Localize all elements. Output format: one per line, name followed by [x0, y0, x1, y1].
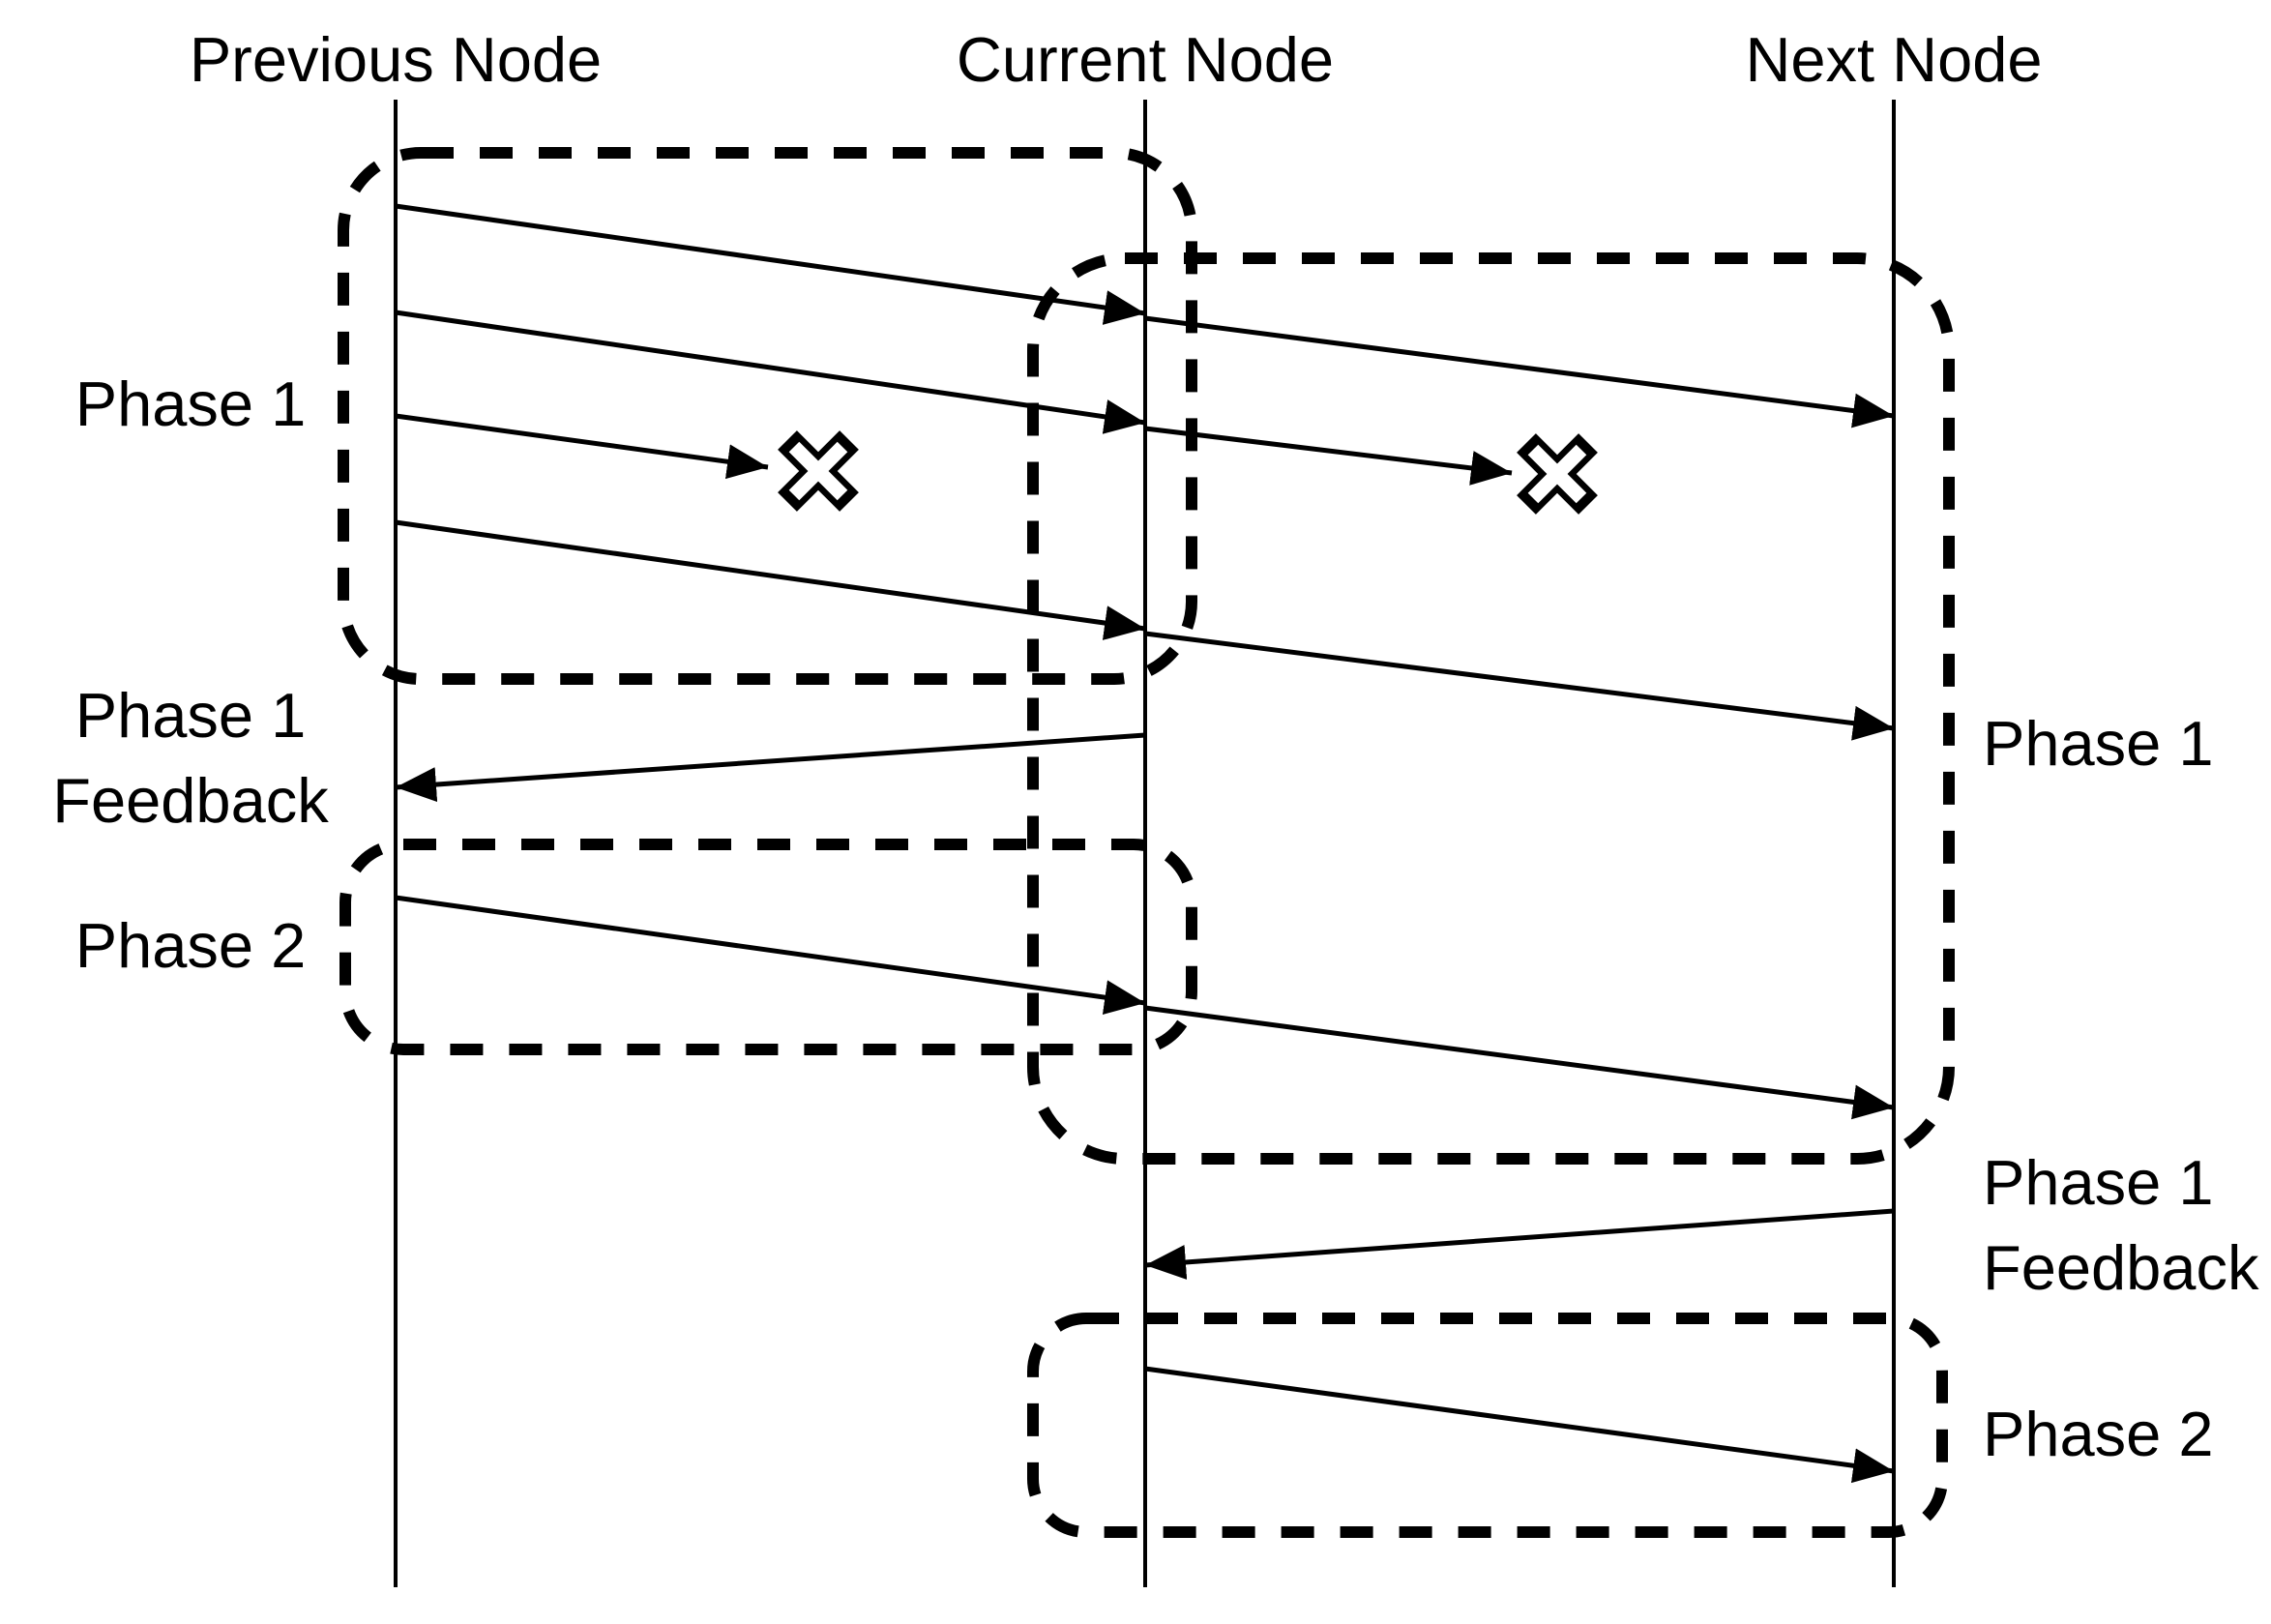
message-phase1-msg4-prev-to-current: [395, 519, 1146, 640]
label-phase1-right: Phase 1: [1983, 708, 2214, 779]
phase-box-phase1-current-to-next: [1027, 252, 1955, 1165]
message-phase2-msg2-current-to-next: [1144, 1366, 1895, 1484]
message-phase1-feedback-next-to-current: [1144, 1208, 1895, 1280]
dropped-message-x-2-icon: [1517, 433, 1598, 515]
phase-box-phase1-previous-to-current: [338, 147, 1197, 685]
label-phase2-right: Phase 2: [1983, 1399, 2214, 1469]
phase-box-phase2-current-to-next: [1027, 1313, 1948, 1538]
message-phase1-msg4-current-to-next: [1144, 631, 1895, 741]
label-phase2-left: Phase 2: [75, 910, 307, 981]
message-phase2-msg-prev-to-current: [395, 895, 1146, 1015]
title-previous-node: Previous Node: [190, 24, 602, 95]
message-phase1-feedback-current-to-prev: [395, 732, 1146, 803]
message-phase2-msg-current-to-next: [1144, 1005, 1895, 1120]
message-phase1-msg2-current-dropped: [1144, 426, 1513, 486]
dropped-message-x-1-icon: [778, 430, 859, 512]
label-phase1-left: Phase 1: [75, 369, 307, 439]
message-phase1-msg1-prev-to-current: [395, 203, 1146, 325]
title-next-node: Next Node: [1745, 24, 2042, 95]
message-phase1-msg3-prev-dropped: [395, 413, 769, 480]
message-phase1-msg1-current-to-next: [1144, 315, 1895, 428]
phase-box-phase2-previous-to-current: [339, 839, 1197, 1055]
message-phase1-msg2-prev-to-current: [395, 310, 1146, 434]
title-current-node: Current Node: [957, 24, 1334, 95]
